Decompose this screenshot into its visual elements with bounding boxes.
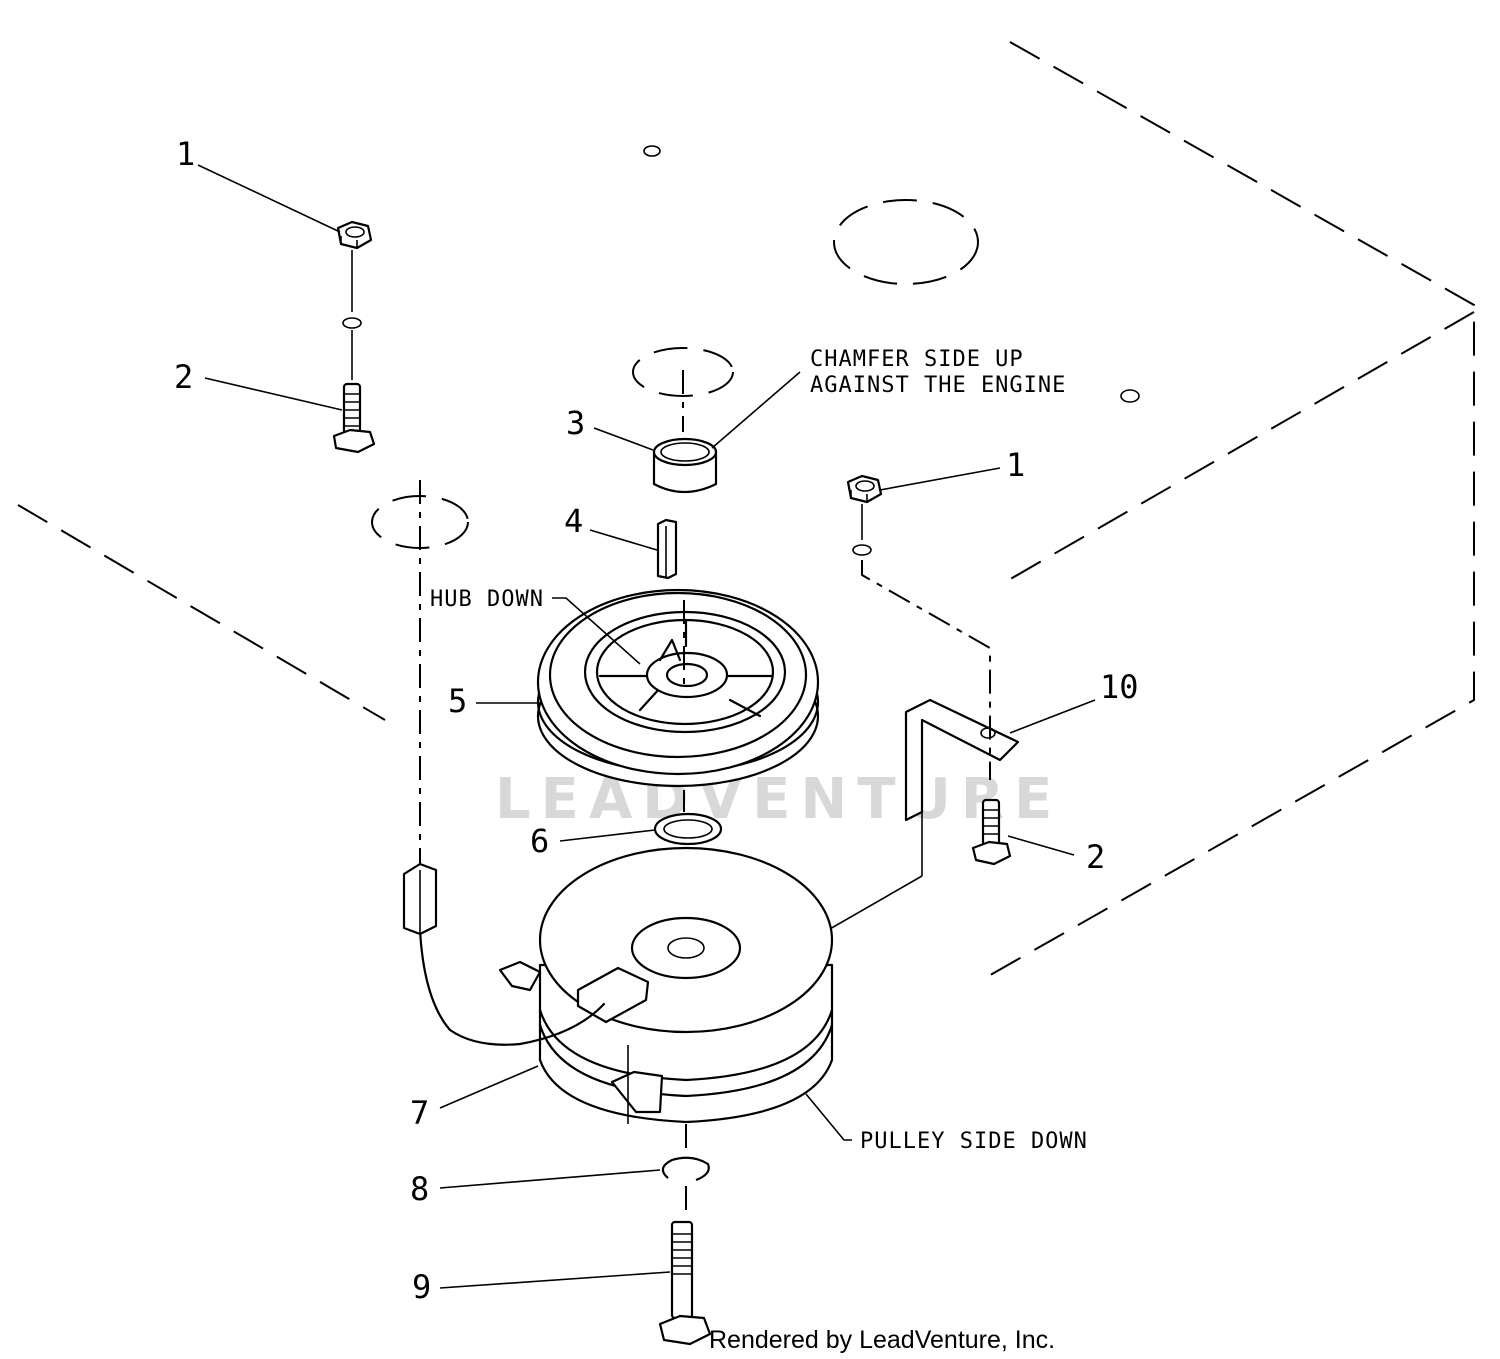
callout-8: 8: [410, 1170, 429, 1208]
part-9-bolt: [658, 1220, 712, 1346]
note-pulley-side-down: PULLEY SIDE DOWN: [860, 1129, 1088, 1154]
part-2-bolt-right: [971, 798, 1012, 866]
part-8-retaining-ring: [661, 1124, 710, 1218]
callout-3: 3: [566, 404, 585, 442]
note-hub-down: HUB DOWN: [430, 587, 544, 612]
callout-2-right: 2: [1086, 838, 1105, 876]
wire-centerline-left: [371, 480, 469, 870]
callout-1-left: 1: [176, 135, 195, 173]
part-washer-left: [342, 317, 362, 329]
part-1-lock-nut-right: [846, 474, 883, 504]
part-5-pulley: [536, 588, 820, 788]
callout-4: 4: [564, 502, 583, 540]
callout-7: 7: [410, 1094, 429, 1132]
part-7-clutch: [402, 846, 834, 1124]
callout-5: 5: [448, 682, 467, 720]
part-3-spacer: [632, 347, 734, 494]
part-2-bolt-left: [332, 382, 376, 454]
callout-6: 6: [530, 822, 549, 860]
watermark: LEADVENTURE: [495, 767, 1062, 832]
engine-deck-outline: [17, 41, 1475, 979]
part-1-lock-nut-left: [336, 220, 373, 250]
part-washer-right: [852, 544, 872, 556]
footer-credit: Rendered by LeadVenture, Inc.: [709, 1326, 1055, 1354]
leader-lines: [197, 164, 1096, 1289]
centerline-right: [861, 560, 991, 780]
callout-2-left: 2: [174, 358, 193, 396]
note-chamfer-line2: AGAINST THE ENGINE: [810, 373, 1066, 398]
callout-1-right: 1: [1006, 446, 1025, 484]
callout-9: 9: [412, 1268, 431, 1306]
callout-10: 10: [1100, 668, 1139, 706]
part-4-key: [656, 518, 678, 580]
note-chamfer-line1: CHAMFER SIDE UP: [810, 347, 1024, 372]
